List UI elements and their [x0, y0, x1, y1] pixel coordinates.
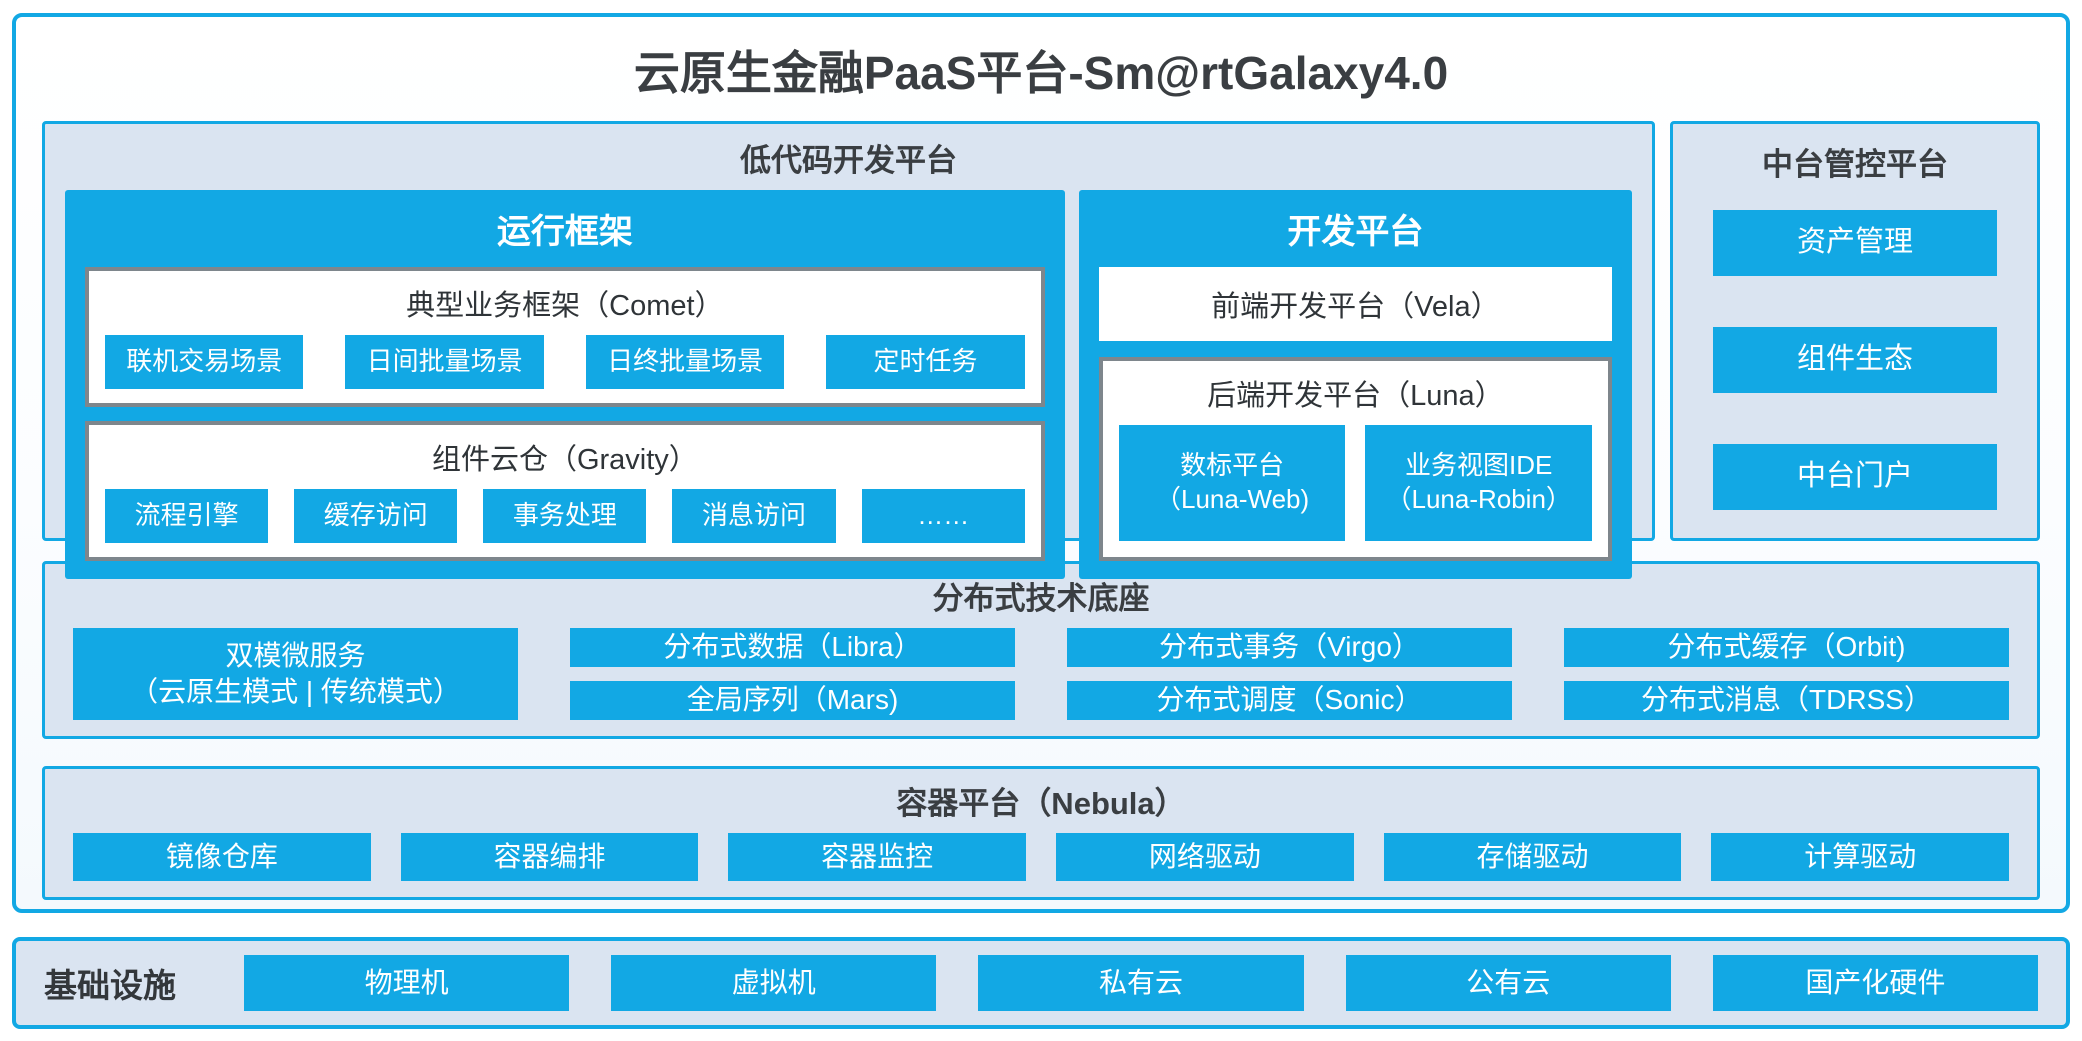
virtual-machine-item: 虚拟机	[611, 955, 937, 1011]
main-frame: 云原生金融PaaS平台-Sm@rtGalaxy4.0 低代码开发平台 运行框架 …	[12, 13, 2070, 913]
gravity-item-message-access: 消息访问	[672, 489, 836, 543]
infrastructure-row: 物理机 虚拟机 私有云 公有云 国产化硬件	[244, 955, 2039, 1011]
luna-chip-row: 数标平台 （Luna-Web) 业务视图IDE （Luna-Robin）	[1118, 425, 1593, 541]
luna-robin-line2: （Luna-Robin）	[1385, 484, 1572, 514]
dual-mode-line2: （云原生模式 | 传统模式）	[130, 676, 461, 707]
distributed-transaction-virgo-item: 分布式事务（Virgo）	[1067, 628, 1512, 667]
distributed-data-libra-item: 分布式数据（Libra）	[570, 628, 1015, 667]
global-sequence-mars-item: 全局序列（Mars)	[570, 681, 1015, 720]
vela-frontend-box: 前端开发平台（Vela）	[1098, 267, 1612, 341]
gravity-chip-row: 流程引擎 缓存访问 事务处理 消息访问 ……	[105, 489, 1025, 543]
private-cloud-item: 私有云	[978, 955, 1304, 1011]
comet-item-eod-batch: 日终批量场景	[585, 335, 785, 389]
lowcode-body: 运行框架 典型业务框架（Comet） 联机交易场景 日间批量场景 日终批量场景 …	[65, 190, 1632, 579]
comet-item-scheduled-task: 定时任务	[826, 335, 1025, 389]
vela-frontend-title: 前端开发平台（Vela）	[1211, 291, 1500, 323]
midplatform-portal-item: 中台门户	[1713, 444, 1997, 510]
management-button-column: 资产管理 组件生态 中台门户	[1713, 194, 1997, 510]
lowcode-platform-title: 低代码开发平台	[740, 143, 957, 178]
asset-management-item: 资产管理	[1713, 210, 1997, 276]
comet-framework-title: 典型业务框架（Comet）	[406, 290, 724, 322]
luna-robin-line1: 业务视图IDE	[1405, 450, 1553, 481]
storage-driver-item: 存储驱动	[1383, 833, 1682, 881]
luna-web-item: 数标平台 （Luna-Web)	[1118, 425, 1346, 541]
distributed-cache-orbit-item: 分布式缓存（Orbit)	[1564, 628, 2009, 667]
gravity-item-more: ……	[861, 489, 1025, 543]
midplatform-management-section: 中台管控平台 资产管理 组件生态 中台门户	[1670, 121, 2040, 541]
gravity-item-cache-access: 缓存访问	[294, 489, 458, 543]
midplatform-management-title: 中台管控平台	[1762, 147, 1948, 182]
lowcode-platform-section: 低代码开发平台 运行框架 典型业务框架（Comet） 联机交易场景 日间批量场景…	[42, 121, 1655, 579]
container-platform-row: 镜像仓库 容器编排 容器监控 网络驱动 存储驱动 计算驱动	[73, 833, 2010, 881]
luna-web-line2: （Luna-Web)	[1155, 484, 1310, 514]
container-orchestration-item: 容器编排	[400, 833, 699, 881]
gravity-item-process-engine: 流程引擎	[105, 489, 269, 543]
container-monitoring-item: 容器监控	[728, 833, 1027, 881]
gravity-warehouse-box: 组件云仓（Gravity） 流程引擎 缓存访问 事务处理 消息访问 ……	[85, 421, 1045, 561]
luna-web-line1: 数标平台	[1180, 450, 1285, 481]
distributed-base-section: 分布式技术底座 双模微服务 （云原生模式 | 传统模式） 分布式数据（Libra…	[42, 561, 2040, 739]
luna-backend-title: 后端开发平台（Luna）	[1207, 380, 1504, 412]
comet-item-online-trading: 联机交易场景	[105, 335, 304, 389]
container-platform-title: 容器平台（Nebula）	[896, 786, 1186, 821]
luna-robin-item: 业务视图IDE （Luna-Robin）	[1365, 425, 1593, 541]
luna-backend-box: 后端开发平台（Luna） 数标平台 （Luna-Web) 业务视图IDE （Lu…	[1098, 357, 1612, 561]
top-row: 低代码开发平台 运行框架 典型业务框架（Comet） 联机交易场景 日间批量场景…	[42, 121, 2040, 579]
container-platform-section: 容器平台（Nebula） 镜像仓库 容器编排 容器监控 网络驱动 存储驱动 计算…	[42, 766, 2040, 900]
runtime-framework-panel: 运行框架 典型业务框架（Comet） 联机交易场景 日间批量场景 日终批量场景 …	[65, 190, 1065, 579]
distributed-scheduling-sonic-item: 分布式调度（Sonic）	[1067, 681, 1512, 720]
comet-item-daytime-batch: 日间批量场景	[345, 335, 544, 389]
public-cloud-item: 公有云	[1345, 955, 1671, 1011]
distributed-base-title: 分布式技术底座	[932, 581, 1150, 616]
infrastructure-label: 基础设施	[44, 967, 176, 1004]
gravity-item-transaction: 事务处理	[483, 489, 647, 543]
comet-framework-box: 典型业务框架（Comet） 联机交易场景 日间批量场景 日终批量场景 定时任务	[85, 267, 1045, 407]
domestic-hardware-item: 国产化硬件	[1712, 955, 2039, 1011]
image-registry-item: 镜像仓库	[73, 833, 371, 881]
compute-driver-item: 计算驱动	[1711, 833, 2010, 881]
runtime-framework-title: 运行框架	[496, 213, 633, 251]
comet-chip-row: 联机交易场景 日间批量场景 日终批量场景 定时任务	[105, 335, 1025, 389]
dual-mode-microservice-item: 双模微服务 （云原生模式 | 传统模式）	[73, 628, 518, 720]
dev-platform-title: 开发平台	[1287, 213, 1424, 251]
infrastructure-section: 基础设施 物理机 虚拟机 私有云 公有云 国产化硬件	[12, 937, 2070, 1029]
physical-machine-item: 物理机	[244, 955, 570, 1011]
dev-platform-panel: 开发平台 前端开发平台（Vela） 后端开发平台（Luna） 数标平台 （Lun…	[1078, 190, 1632, 579]
network-driver-item: 网络驱动	[1056, 833, 1354, 881]
dual-mode-line1: 双模微服务	[225, 639, 366, 671]
distributed-message-tdrss-item: 分布式消息（TDRSS）	[1564, 681, 2009, 720]
component-ecosystem-item: 组件生态	[1713, 327, 1997, 393]
gravity-warehouse-title: 组件云仓（Gravity）	[431, 444, 698, 476]
page-title: 云原生金融PaaS平台-Sm@rtGalaxy4.0	[633, 47, 1449, 99]
distributed-grid: 双模微服务 （云原生模式 | 传统模式） 分布式数据（Libra） 分布式事务（…	[73, 628, 2009, 720]
